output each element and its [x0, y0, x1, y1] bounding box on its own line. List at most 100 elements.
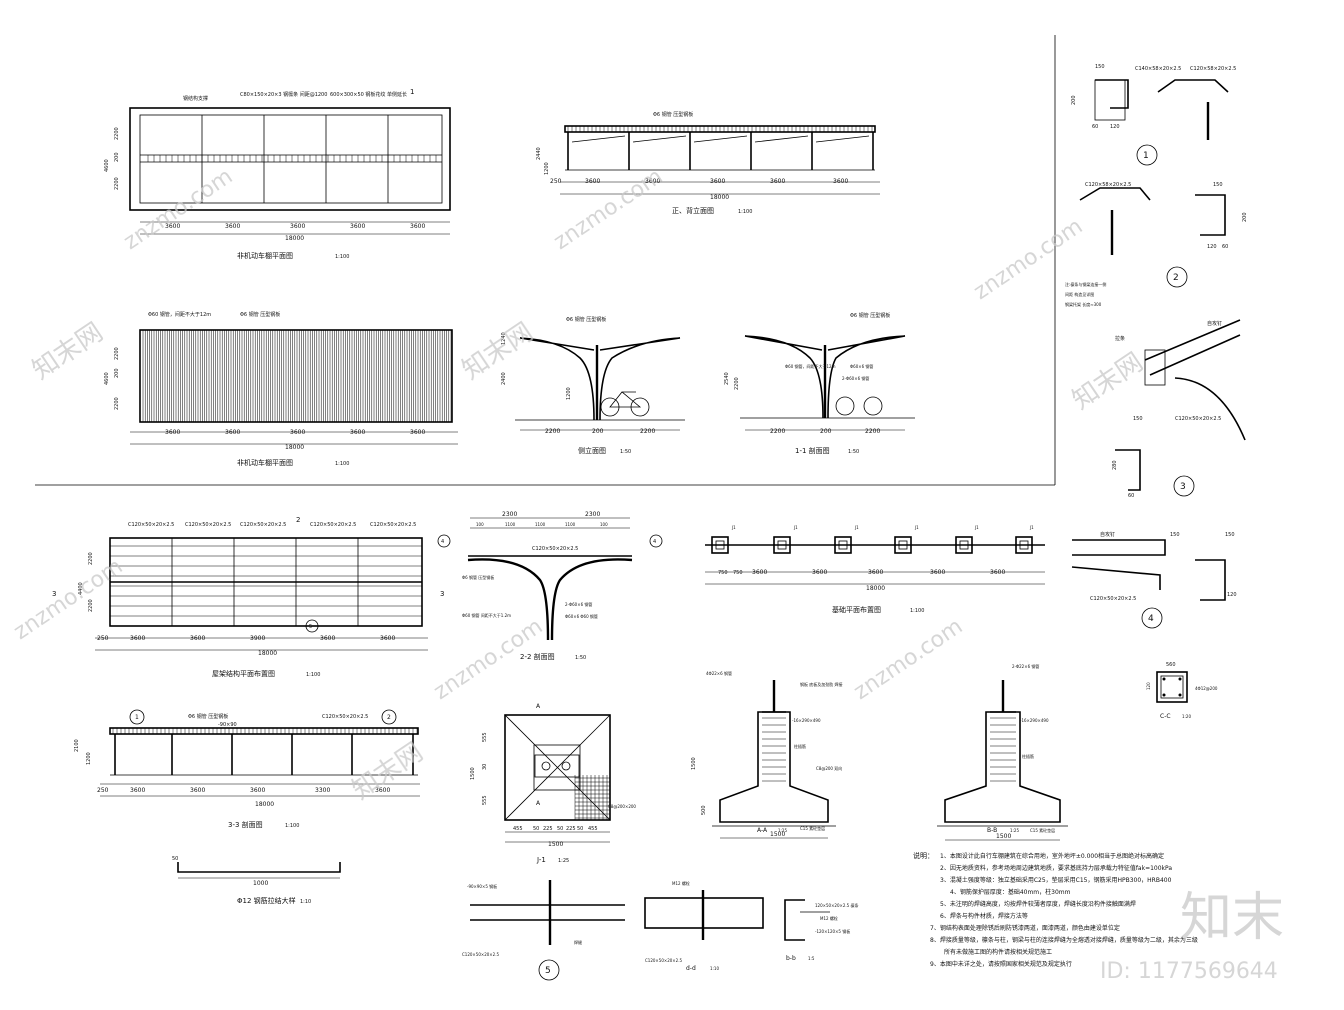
cc-dim2: 120: [1146, 682, 1151, 690]
s33-dim3: 3600: [250, 787, 265, 794]
d4-mark: 4: [1148, 614, 1154, 624]
j1-left-total: 1500: [470, 767, 476, 780]
s33-circle1: [129, 709, 145, 725]
section-cc-view: 560 120 4Φ12@200 C-C 1:20: [1146, 662, 1218, 720]
j1-left1: 555: [482, 732, 488, 742]
j1-dim2: 50: [533, 826, 539, 832]
detail-dd-view: M12 螺栓 C120×50×20×2.5 d-d 1:10: [644, 880, 764, 972]
rafter-line: [693, 135, 748, 143]
bb-title: B-B: [987, 827, 997, 834]
pedestal: [959, 540, 969, 550]
front-dim1: 3600: [585, 178, 600, 185]
found-dim2: 3600: [812, 569, 827, 576]
roof-structure-view: 5 2 3 3 C120×50×20×2.5 C120×50×20×2.5 C1…: [52, 516, 444, 678]
d5-lbl2: C120×50×20×2.5: [462, 952, 499, 957]
d4-dim1: 150: [1170, 532, 1180, 538]
bb-note4: C15 素砼垫层: [1030, 827, 1055, 833]
s33-dim2: 3600: [190, 787, 205, 794]
s33-mark2: 2: [387, 714, 391, 721]
j1-mark-bottom: A: [536, 800, 541, 807]
plan2-scale: 1:100: [335, 461, 349, 467]
s33-dim1: 3600: [130, 787, 145, 794]
found-mark1: J1: [731, 525, 736, 530]
d4-lbl2: 自攻钉: [1100, 531, 1115, 538]
d5-circle: [538, 959, 560, 981]
s22-mark-left: [437, 534, 451, 548]
notes-item-10: 9、本图中未详之处，请按照国家相关规范及规定执行: [930, 960, 1072, 968]
plan2-dim1: 3600: [165, 429, 180, 436]
bb-note3: 柱插筋: [1022, 753, 1034, 759]
j1-dim7: 455: [588, 826, 598, 832]
s33-left1: 2100: [74, 739, 80, 752]
s33-note1: Φ6 钢管 压型钢板: [188, 713, 228, 720]
found-mark6: J1: [1029, 525, 1034, 530]
rafter-line: [754, 135, 809, 143]
d3-lbl2: 自攻钉: [1207, 320, 1222, 327]
plan2-left1: 2200: [114, 347, 120, 360]
front-note: Φ6 钢管 压型钢板: [653, 111, 693, 118]
rafter-line: [571, 135, 626, 143]
plan1-note3: 600×300×50 钢板花纹 单侧延长: [330, 91, 407, 98]
bar-title: Φ12 钢筋拉结大样: [237, 896, 296, 905]
found-side1: 750: [718, 570, 728, 576]
found-side2: 750: [733, 570, 743, 576]
s11-dim1: 2200: [770, 428, 785, 435]
cc-scale: 1:20: [1182, 714, 1191, 719]
side-left2: 2400: [501, 372, 507, 385]
bb-scale: 1:25: [1010, 828, 1019, 833]
notes-item-1: 1、本图设计此自行车棚建筑在综合用地，室外地坪±0.000相当于总图绝对标高确定: [940, 852, 1164, 860]
d5-mark: 5: [545, 966, 551, 976]
s22-mark2: 4: [653, 539, 656, 545]
design-notes: 说明： 1、本图设计此自行车棚建筑在综合用地，室外地坪±0.000相当于总图绝对…: [913, 851, 1198, 968]
section22-view: 4 4 2300 2300 100 1100 1100 1100 100 Φ6 …: [437, 511, 663, 661]
foundation-block: [834, 536, 852, 554]
roof-mark-side: 3: [52, 590, 56, 598]
d3-mark: 3: [1180, 482, 1186, 492]
side-title: 侧立面图: [578, 446, 606, 455]
s22-note5: Φ60×6 Φ60 钢管: [565, 613, 598, 619]
plan1-title: 非机动车棚平面图: [237, 251, 293, 260]
d3-dim3: 60: [1128, 493, 1134, 499]
plan1-dim2: 3600: [225, 223, 240, 230]
dd-title: d-d: [686, 965, 696, 972]
s22-note3: Φ60 钢管 间距不大于1.2m: [462, 612, 511, 618]
notes-item-3: 3、混凝土强度等级：独立基础采用C25，垫层采用C15，钢筋采用HPB300，H…: [940, 876, 1172, 884]
foundation-block: [711, 536, 729, 554]
s33-total: 18000: [255, 801, 274, 808]
roof-dim3: 3900: [250, 635, 265, 642]
roof-mark: 2: [296, 516, 300, 524]
foundation-block: [894, 536, 912, 554]
dd-lbl2: C120×50×20×2.5: [645, 958, 682, 963]
aa-note4: 柱插筋: [794, 743, 806, 749]
s11-left1: 2540: [724, 372, 730, 385]
d1-dim2: 150: [1095, 64, 1105, 70]
notes-item-2: 2、因无地质资料，参考场地周边建筑地质，要求基底持力层承载力特征值fak=100…: [940, 864, 1172, 872]
s11-dim3: 2200: [865, 428, 880, 435]
found-mark5: J1: [974, 525, 979, 530]
j1-dim5: 225: [566, 826, 576, 832]
j1-dim3: 225: [543, 826, 553, 832]
d5-note: 焊缝: [574, 939, 582, 945]
roof-lbl3: C120×50×20×2.5: [240, 522, 286, 528]
roof-dim2: 3600: [190, 635, 205, 642]
j1-note: C8@200×200: [608, 804, 636, 809]
d4-lbl1: C120×50×20×2.5: [1090, 596, 1136, 602]
notes-item-5: 5、未注明的焊缝高度，均按焊件较薄者厚度，焊缝长度沿构件接触面满焊: [940, 900, 1136, 908]
d1-mark: 1: [1143, 151, 1149, 161]
notes-item-7: 7、钢结构表面处理除锈后刷防锈漆两道，面漆两道，颜色由建设单位定: [930, 924, 1120, 932]
roof-left-total: 4400: [78, 582, 84, 595]
plan2-dim3: 3600: [290, 429, 305, 436]
d1-dim4: 120: [1110, 124, 1120, 130]
pedestal: [777, 540, 787, 550]
j1-scale: 1:25: [558, 858, 569, 864]
aa-scale: 1:25: [778, 828, 787, 833]
front-title: 正、背立面图: [672, 206, 714, 215]
wm-logo: 知末: [1180, 888, 1284, 948]
d2-dim2: 150: [1213, 182, 1223, 188]
d3-lbl3: 拉条: [1115, 335, 1125, 342]
detail5-view: -90×90×5 钢板 C120×50×20×2.5 焊缝 5: [462, 880, 625, 981]
s33-note3: C120×50×20×2.5: [322, 714, 368, 720]
plan1-left1: 2200: [114, 127, 120, 140]
bar-detail-view: 1000 50 Φ12 钢筋拉结大样 1:10: [172, 856, 341, 905]
found-scale: 1:100: [910, 608, 924, 614]
